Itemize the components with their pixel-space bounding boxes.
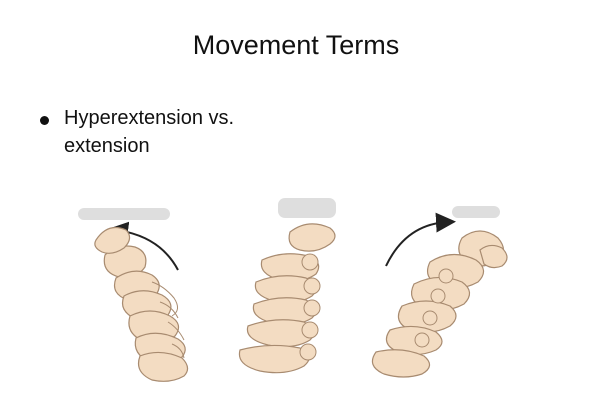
spine-right [371,212,508,378]
blurred-label-center [278,198,336,218]
spine-left [94,221,189,382]
bullet-text: Hyperextension vs. extension [64,104,324,160]
bullet-line-1: Hyperextension vs. [64,107,235,129]
slide-title: Movement Terms [192,30,400,60]
bullet-line-2: extension [64,135,150,157]
blurred-label-left [78,208,170,220]
bullet-dot-icon [40,116,49,125]
blurred-label-right [452,206,500,218]
arrow-right-icon [385,212,456,267]
spine-center [238,223,336,374]
